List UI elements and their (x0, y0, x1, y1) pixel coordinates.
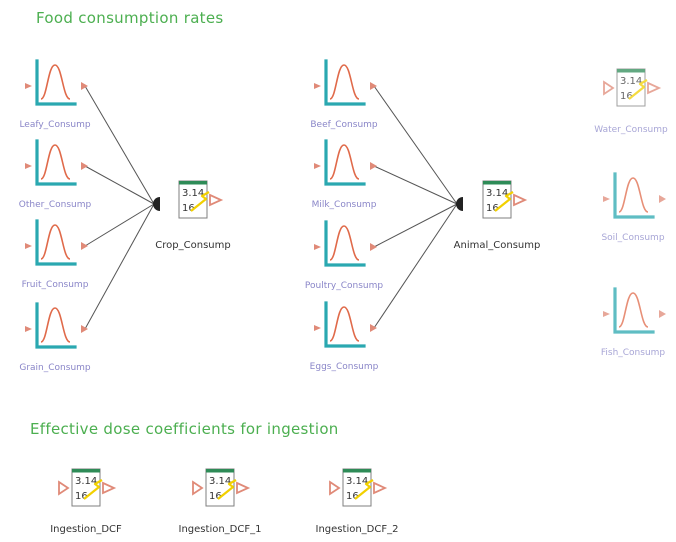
wire-other-to-crop (84, 165, 155, 205)
data-value-line2: 16 (209, 491, 222, 502)
wire-beef-to-animal (373, 85, 458, 205)
data-value-line2: 16 (486, 203, 499, 214)
data-value-line2: 16 (75, 491, 88, 502)
section-title-food: Food consumption rates (36, 9, 224, 27)
distribution-icon (25, 302, 88, 349)
distribution-icon (314, 220, 377, 267)
distribution-icon (25, 219, 88, 266)
data-value-line2: 16 (620, 91, 633, 102)
data-element-icon: 3.14 16 (603, 68, 662, 107)
data-value-line1: 3.14 (620, 76, 642, 87)
distribution-icon (25, 139, 88, 186)
data-value-line1: 3.14 (346, 476, 368, 487)
distribution-icon (314, 139, 377, 186)
data-value-line1: 3.14 (182, 188, 204, 199)
wire-leafy-to-crop (84, 85, 155, 205)
data-value-line1: 3.14 (75, 476, 97, 487)
wire-grain-to-crop (84, 203, 155, 330)
connector-junction-animal (456, 197, 463, 211)
data-value-line2: 16 (346, 491, 359, 502)
distribution-icon (603, 172, 666, 219)
data-element-icon: 3.14 16 (329, 468, 388, 507)
section-title-dose: Effective dose coefficients for ingestio… (30, 420, 339, 438)
wire-poultry-to-animal (373, 203, 458, 248)
data-value-line1: 3.14 (209, 476, 231, 487)
data-value-line1: 3.14 (486, 188, 508, 199)
wire-milk-to-animal (373, 165, 458, 205)
data-element-icon: 3.14 16 (58, 468, 117, 507)
data-element-icon: 3.14 16 (482, 180, 528, 219)
distribution-icon (314, 59, 377, 106)
data-element-icon: 3.14 16 (178, 180, 224, 219)
connector-junction-crop (153, 197, 160, 211)
data-value-line2: 16 (182, 203, 195, 214)
distribution-icon (314, 301, 377, 348)
distribution-icon (603, 287, 666, 334)
wire-fruit-to-crop (84, 203, 155, 247)
distribution-icon (25, 59, 88, 106)
wire-eggs-to-animal (373, 203, 458, 329)
data-element-icon: 3.14 16 (192, 468, 251, 507)
